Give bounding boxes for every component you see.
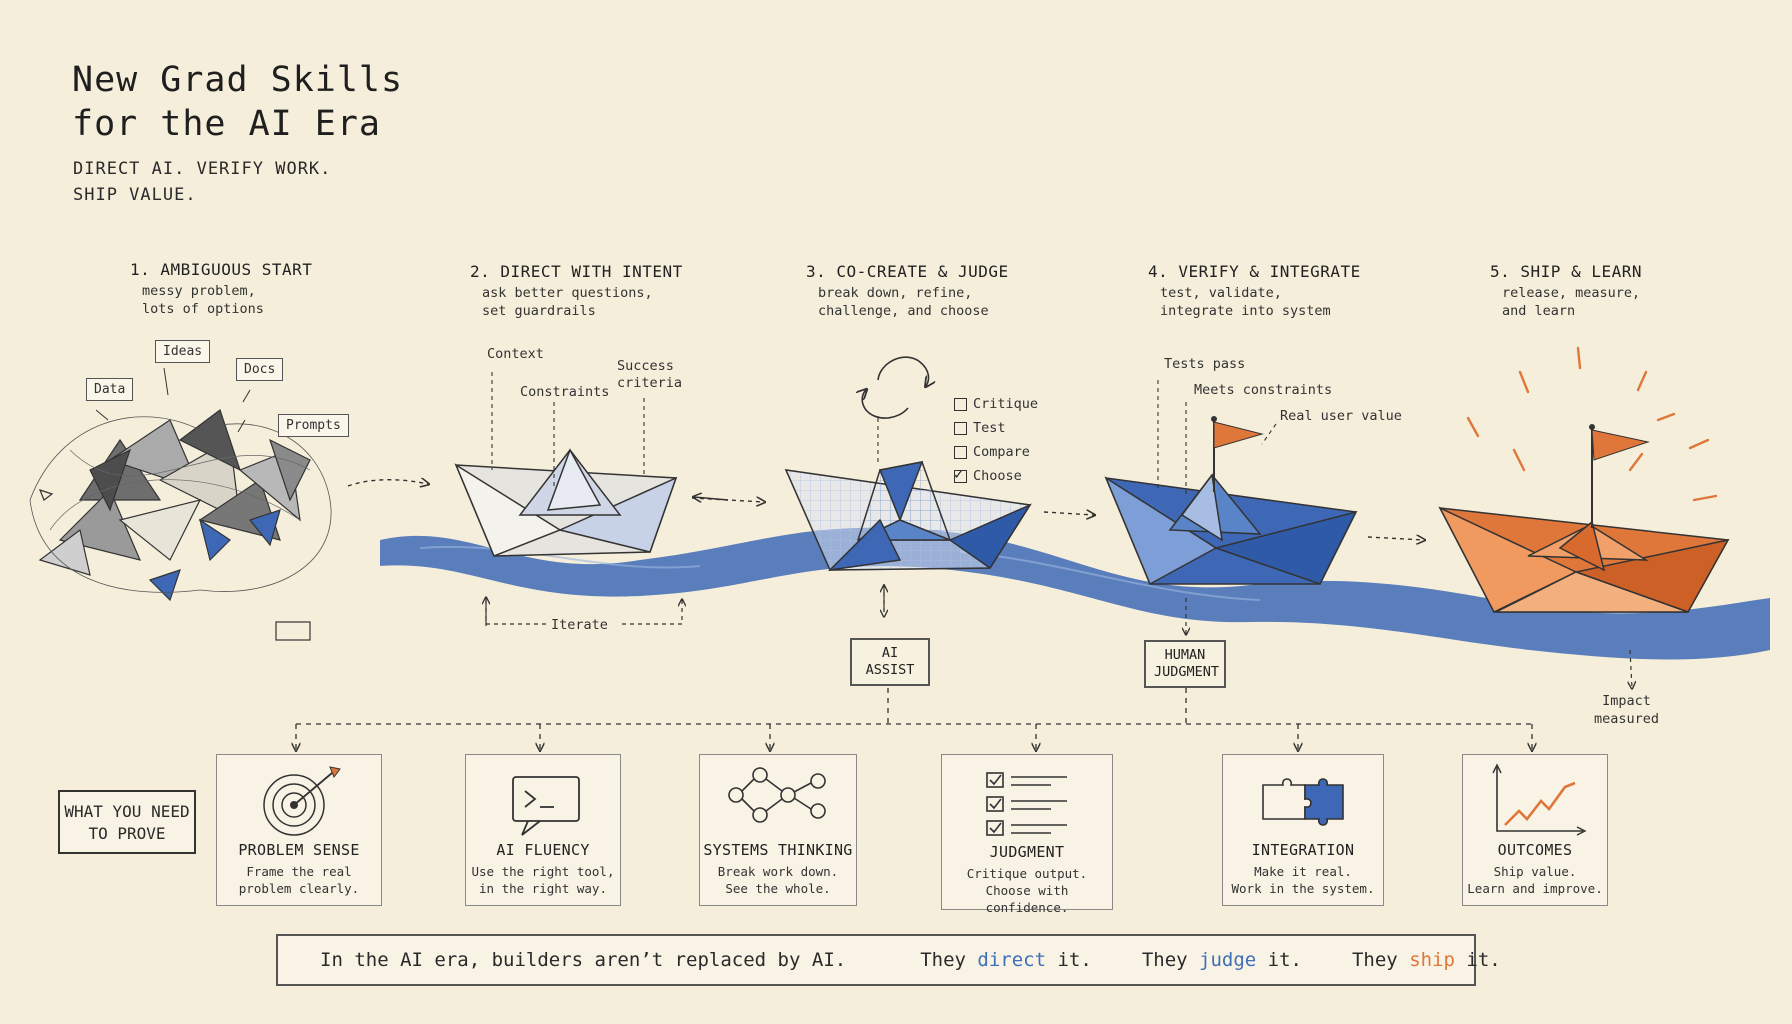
title-line-1: New Grad Skills (72, 60, 404, 100)
banner-phrase-ship: They ship it. (1352, 949, 1501, 971)
check-label: Test (973, 420, 1006, 436)
cycle-arrows-icon (862, 356, 928, 419)
check-choose[interactable]: Choose (954, 464, 1038, 488)
skill-desc: Critique output. Choose with confidence. (966, 866, 1088, 915)
banner-phrase-direct: They direct it. (920, 949, 1092, 971)
page-title: New Grad Skills for the AI Era (72, 58, 403, 146)
step-2-title: 2. DIRECT WITH INTENT (470, 262, 683, 281)
label-impact-measured: Impact measured (1594, 693, 1660, 727)
banner-word-judge: judge (1199, 949, 1257, 971)
check-critique[interactable]: Critique (954, 392, 1038, 416)
checkbox-icon (954, 397, 967, 411)
title-line-2: for the AI Era (72, 104, 382, 144)
step-3: 3. CO-CREATE & JUDGE break down, refine,… (806, 262, 1009, 320)
subtitle-line-1: DIRECT AI. VERIFY WORK. (73, 159, 332, 179)
label-context: Context (487, 346, 544, 362)
note-prompts: Prompts (278, 414, 349, 437)
step-1-desc: messy problem, lots of options (142, 283, 264, 317)
skill-card-systems-thinking: SYSTEMS THINKING Break work down. See th… (699, 754, 857, 906)
check-label: Choose (973, 468, 1022, 484)
skill-card-problem-sense: PROBLEM SENSE Frame the real problem cle… (216, 754, 382, 906)
check-label: Compare (973, 444, 1030, 460)
banner-lead: In the AI era, builders aren’t replaced … (320, 949, 847, 971)
prove-label: WHAT YOU NEED TO PROVE (58, 790, 196, 854)
banner-word-direct: direct (977, 949, 1047, 971)
skill-card-judgment: JUDGMENT Critique output. Choose with co… (941, 754, 1113, 915)
checkbox-icon (954, 445, 967, 459)
skill-desc: Make it real. Work in the system. (1231, 864, 1375, 896)
skill-card-outcomes: OUTCOMES Ship value. Learn and improve. (1462, 754, 1608, 906)
skill-desc: Ship value. Learn and improve. (1467, 864, 1603, 896)
note-ideas: Ideas (155, 340, 211, 363)
banner-text: it. (1046, 949, 1092, 971)
step-5-desc: release, measure, and learn (1502, 285, 1641, 319)
paper-boat-white (454, 448, 678, 557)
step-5: 5. SHIP & LEARN release, measure, and le… (1490, 262, 1642, 320)
paper-boat-blue-flag (1104, 473, 1358, 586)
skill-card-integration: INTEGRATION Make it real. Work in the sy… (1222, 754, 1384, 906)
skill-title: OUTCOMES (1497, 841, 1573, 859)
banner-text: They (1141, 949, 1200, 971)
river (380, 527, 1770, 660)
orange-flag-2 (1591, 429, 1650, 461)
step-1: 1. AMBIGUOUS START messy problem, lots o… (130, 260, 312, 318)
label-constraints: Constraints (520, 384, 610, 400)
closing-banner: In the AI era, builders aren’t replaced … (276, 934, 1501, 986)
label-success-criteria: Success criteria (617, 358, 683, 391)
check-test[interactable]: Test (954, 416, 1038, 440)
checkbox-icon (954, 421, 967, 435)
step-4-title: 4. VERIFY & INTEGRATE (1148, 262, 1361, 281)
banner-text: They (920, 949, 978, 971)
subtitle-line-2: SHIP VALUE. (73, 185, 197, 205)
skill-desc: Use the right tool, in the right way. (471, 864, 615, 896)
label-iterate: Iterate (551, 617, 608, 633)
crumpled-paper-pile (29, 409, 332, 641)
skill-card-ai-fluency: AI FLUENCY Use the right tool, in the ri… (465, 754, 621, 906)
check-label: Critique (973, 396, 1039, 412)
check-compare[interactable]: Compare (954, 440, 1038, 464)
banner-text: They (1351, 949, 1410, 971)
step-2: 2. DIRECT WITH INTENT ask better questio… (470, 262, 683, 320)
banner-phrase-judge: They judge it. (1142, 949, 1302, 971)
orange-flag (1213, 421, 1264, 449)
note-docs: Docs (236, 358, 284, 381)
network-icon (728, 767, 826, 823)
skill-title: AI FLUENCY (496, 841, 590, 859)
banner-word-ship: ship (1409, 949, 1455, 971)
human-judgment-box: HUMAN JUDGMENT (1144, 640, 1226, 688)
ai-assist-box: AI ASSIST (850, 638, 930, 686)
terminal-bubble-icon (512, 776, 580, 836)
note-data: Data (86, 378, 134, 401)
banner-text: it. (1256, 949, 1302, 971)
skill-title: SYSTEMS THINKING (703, 841, 853, 859)
step-3-title: 3. CO-CREATE & JUDGE (806, 262, 1009, 281)
paper-boat-grid (784, 461, 1032, 572)
checkbox-checked-icon (954, 465, 967, 483)
skill-desc: Break work down. See the whole. (717, 864, 839, 896)
step-2-desc: ask better questions, set guardrails (482, 285, 653, 319)
puzzle-icon (1262, 778, 1344, 826)
step-4-desc: test, validate, integrate into system (1160, 285, 1331, 319)
label-real-user-value: Real user value (1280, 408, 1402, 424)
page-subtitle: DIRECT AI. VERIFY WORK. SHIP VALUE. (73, 156, 331, 208)
step-5-title: 5. SHIP & LEARN (1490, 262, 1642, 281)
paper-boat-orange (1438, 506, 1730, 613)
step3-checklist: Critique Test Compare Choose (954, 392, 1038, 488)
growth-chart-icon (1492, 763, 1587, 836)
step-3-desc: break down, refine, challenge, and choos… (818, 285, 989, 319)
skill-desc: Frame the real problem clearly. (238, 864, 360, 896)
step-1-title: 1. AMBIGUOUS START (130, 260, 313, 279)
label-meets-constraints: Meets constraints (1194, 382, 1333, 398)
label-tests-pass: Tests pass (1164, 356, 1246, 372)
skill-title: PROBLEM SENSE (238, 841, 360, 859)
skill-title: INTEGRATION (1251, 841, 1355, 859)
checklist-icon (986, 772, 1067, 836)
banner-text: it. (1454, 949, 1501, 971)
sparkle-rays (1466, 346, 1718, 502)
step-4: 4. VERIFY & INTEGRATE test, validate, in… (1148, 262, 1361, 320)
skill-title: JUDGMENT (989, 843, 1065, 861)
target-icon (263, 766, 341, 836)
